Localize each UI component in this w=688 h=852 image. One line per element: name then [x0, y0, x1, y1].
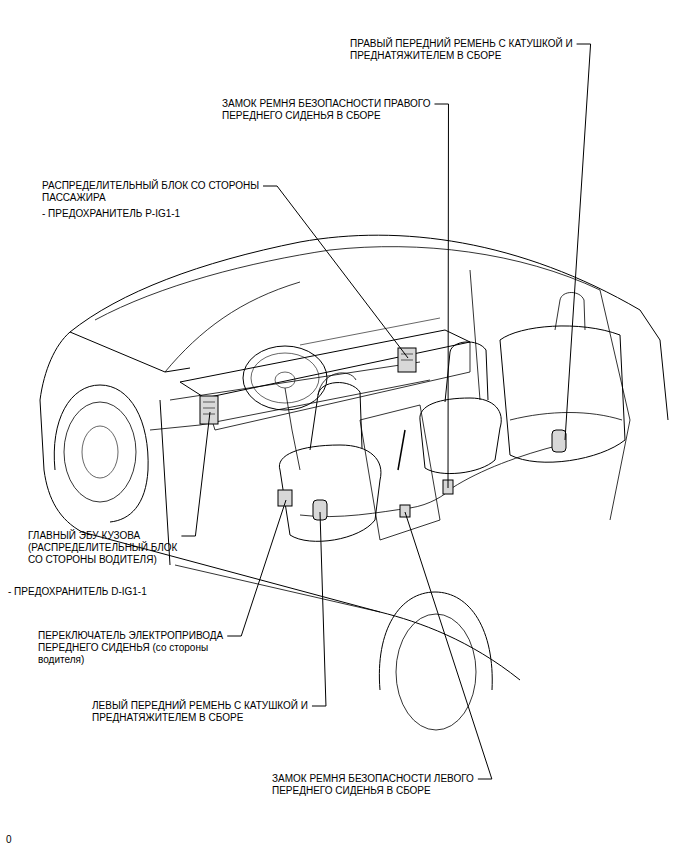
leader-line — [312, 512, 326, 706]
leader-line — [227, 500, 286, 636]
part-label: ЗАМОК РЕМНЯ БЕЗОПАСНОСТИ ЛЕВОГО ПЕРЕДНЕГ… — [272, 773, 504, 797]
leader-line — [434, 104, 448, 488]
part-label: РАСПРЕДЕЛИТЕЛЬНЫЙ БЛОК СО СТОРОНЫ ПАССАЖ… — [42, 180, 286, 204]
part-label: ПЕРЕКЛЮЧАТЕЛЬ ЭЛЕКТРОПРИВОДА ПЕРЕДНЕГО С… — [38, 630, 238, 666]
leader-line — [263, 186, 408, 358]
leader-line — [405, 512, 492, 779]
fuse-label: - ПРЕДОХРАНИТЕЛЬ P-IG1-1 — [42, 208, 242, 220]
figure-number: 0 — [6, 834, 36, 846]
fuse-label: - ПРЕДОХРАНИТЕЛЬ D-IG1-1 — [8, 586, 188, 598]
leader-line — [565, 44, 591, 440]
part-label: ПРАВЫЙ ПЕРЕДНИЙ РЕМЕНЬ С КАТУШКОЙ И ПРЕД… — [350, 38, 590, 62]
part-label: ЛЕВЫЙ ПЕРЕДНИЙ РЕМЕНЬ С КАТУШКОЙ И ПРЕДН… — [92, 700, 330, 724]
leader-line — [181, 412, 210, 536]
part-label: ЗАМОК РЕМНЯ БЕЗОПАСНОСТИ ПРАВОГО ПЕРЕДНЕ… — [222, 98, 454, 122]
part-label: ГЛАВНЫЙ ЭБУ КУЗОВА (РАСПРЕДЕЛИТЕЛЬНЫЙ БЛ… — [28, 530, 178, 566]
